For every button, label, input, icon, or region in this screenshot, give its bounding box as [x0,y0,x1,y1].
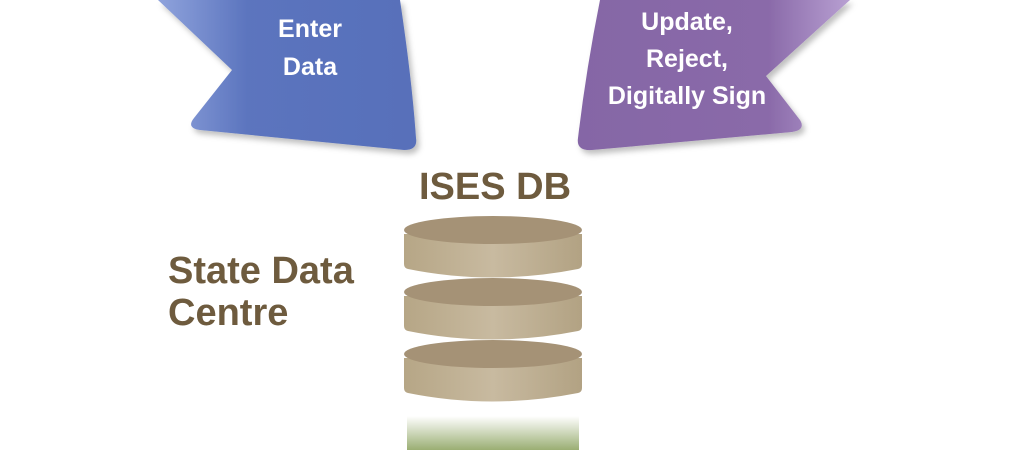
enter-data-line-2: Data [282,53,338,81]
approve-line-update: Update, [641,8,733,36]
enter-data-arrow [158,0,417,150]
enter-data-line-1: Enter [278,15,342,43]
db-disk-bottom [404,340,582,402]
ground-base [407,416,579,450]
data-centre-label: State Data Centre [168,250,354,334]
approve-line-reject: Reject, [646,45,728,73]
database-title: ISES DB [418,166,572,208]
data-centre-line-2: Centre [168,292,289,334]
data-centre-line-1: State Data [168,250,354,292]
approve-label: Update, Reject, Digitally Sign [582,4,792,115]
approve-line-sign: Digitally Sign [607,82,767,110]
db-disk-top [404,216,582,278]
approve-arrow [577,0,850,151]
enter-data-label: Enter Data [262,10,358,86]
db-disk-middle [404,278,582,340]
